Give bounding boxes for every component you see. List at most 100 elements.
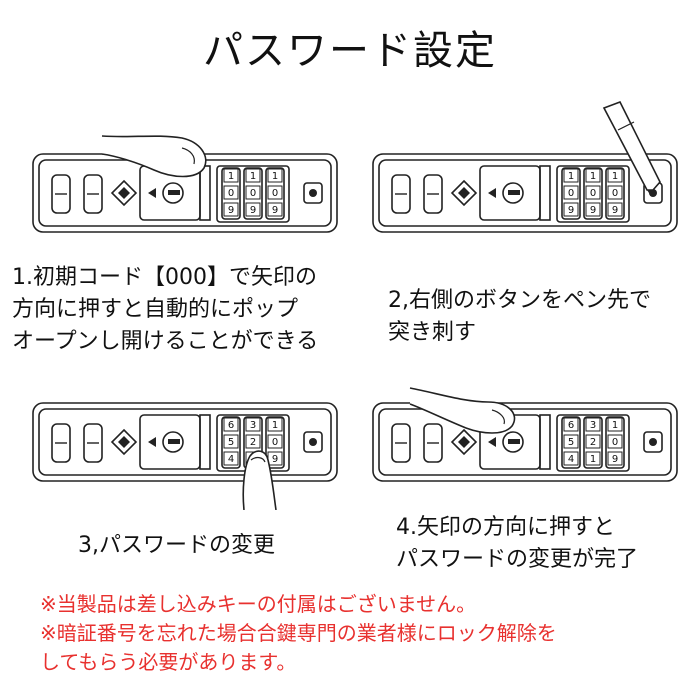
dial-digit-box: [245, 434, 261, 449]
dial-digit-box: [267, 202, 283, 217]
dial-digit-box: [607, 434, 623, 449]
dial-digit: 0: [228, 188, 234, 199]
dial-digit: 1: [590, 171, 596, 182]
page-title: パスワード設定: [203, 28, 497, 74]
dial-digit: 5: [228, 437, 234, 448]
reset-button: [649, 438, 657, 446]
lock-bezel: [38, 408, 332, 476]
dial-digit: 2: [250, 437, 256, 448]
dial-digit-box: [223, 434, 239, 449]
dial-digit: 3: [590, 420, 596, 431]
slide-bar: [391, 423, 411, 463]
note-line: ※暗証番号を忘れた場合合鍵専門の業者様にロック解除を: [40, 621, 557, 645]
step-4-caption: 4.矢印の方向に押すと パスワードの変更が完了: [396, 515, 639, 572]
dial-digit: 0: [272, 188, 278, 199]
dial-digit: 9: [250, 205, 256, 216]
dial-digit: 9: [612, 454, 618, 465]
keyhole-side: [539, 414, 551, 470]
dial-digit-box: [223, 168, 239, 183]
dial-wheel: [583, 416, 603, 469]
arrow-icon: [488, 437, 496, 447]
dial-digit: 6: [228, 420, 234, 431]
dial-digit: 0: [568, 188, 574, 199]
dial-digit: 9: [612, 205, 618, 216]
dial-digit: 6: [568, 420, 574, 431]
dial-digit-box: [223, 202, 239, 217]
dial-digit-box: [607, 202, 623, 217]
slide-bar: [83, 174, 103, 214]
dial-digit: 1: [612, 420, 618, 431]
dial-window: [556, 414, 630, 472]
dial-digit: 4: [228, 454, 234, 465]
keyhole-slot: [168, 439, 180, 444]
keyhole-side: [199, 165, 211, 221]
dial-digit-box: [563, 434, 579, 449]
tsa-diamond-inner-icon: [458, 436, 470, 448]
tsa-diamond-icon: [110, 428, 138, 456]
dial-digit-box: [245, 168, 261, 183]
lock-bezel: [378, 408, 672, 476]
reset-button: [309, 438, 317, 446]
dial-wheel: [221, 416, 241, 469]
dial-digit-box: [267, 434, 283, 449]
dial-digit-box: [585, 417, 601, 432]
lock-body: [32, 402, 338, 482]
keyhole-icon: [162, 182, 184, 204]
dial-digit: 9: [228, 205, 234, 216]
dial-wheel: [561, 416, 581, 469]
slide-bar: [51, 174, 71, 214]
dial-digit-box: [223, 417, 239, 432]
keyhole-icon: [502, 431, 524, 453]
dial-digit-box: [267, 185, 283, 200]
dial-wheel: [265, 167, 285, 220]
note-line: してもらう必要があります。: [40, 650, 297, 674]
dial-wheel: [583, 167, 603, 220]
arrow-icon: [148, 437, 156, 447]
dial-digit-box: [223, 185, 239, 200]
thumbnail-line: [181, 147, 195, 165]
dial-digit: 4: [568, 454, 574, 465]
dial-digit-box: [563, 417, 579, 432]
keyhole-side: [539, 165, 551, 221]
tsa-diamond-icon: [110, 179, 138, 207]
dial-digit: 3: [250, 420, 256, 431]
finger-icon: [242, 450, 277, 510]
dial-digit-box: [563, 202, 579, 217]
arrow-icon: [148, 188, 156, 198]
reset-button-frame: [643, 431, 663, 453]
step-2-caption: 2,右側のボタンをペン先で 突き刺す: [388, 288, 651, 345]
dial-digit-box: [267, 168, 283, 183]
dial-digit: 1: [590, 454, 596, 465]
dial-digit-box: [563, 168, 579, 183]
dial-digit-box: [245, 202, 261, 217]
dial-wheel: [605, 416, 625, 469]
notes: ※当製品は差し込みキーの付属はございません。 ※暗証番号を忘れた場合合鍵専門の業…: [40, 590, 690, 677]
keyhole-slot: [508, 439, 520, 444]
dial-wheel: [221, 167, 241, 220]
dial-digit: 1: [272, 171, 278, 182]
dial-digit-box: [223, 451, 239, 466]
keyhole-side: [199, 414, 211, 470]
dial-wheel: [265, 416, 285, 469]
keyhole-slot: [168, 190, 180, 195]
dial-window: [556, 165, 630, 223]
step-1-caption: 1.初期コード【000】で矢印の 方向に押すと自動的にポップ オープンし開けるこ…: [12, 265, 319, 354]
slide-bar: [51, 423, 71, 463]
dial-digit-box: [245, 417, 261, 432]
dial-digit: 1: [272, 420, 278, 431]
dial-digit: 0: [612, 437, 618, 448]
thumbnail-line: [491, 409, 505, 425]
arrow-icon: [488, 188, 496, 198]
dial-wheel: [561, 167, 581, 220]
tsa-diamond-inner-icon: [118, 436, 130, 448]
reset-button-frame: [303, 431, 323, 453]
dial-digit-box: [607, 417, 623, 432]
dial-digit: 9: [568, 205, 574, 216]
reset-button: [309, 189, 317, 197]
dial-digit-box: [585, 168, 601, 183]
slide-bar: [423, 423, 443, 463]
